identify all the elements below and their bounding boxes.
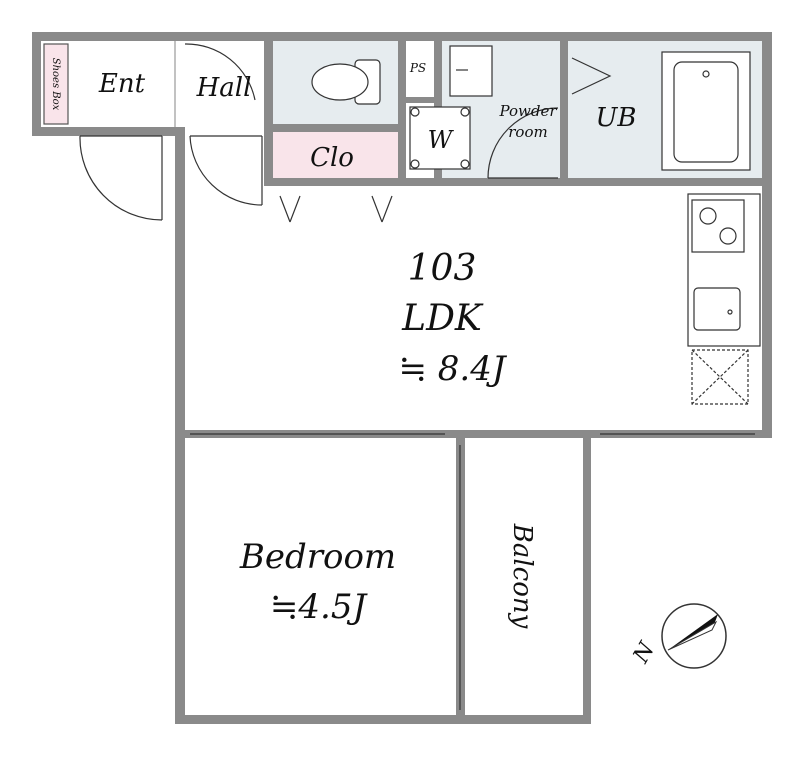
washer-icon bbox=[409, 106, 471, 170]
shoes-box-icon bbox=[43, 43, 69, 125]
bedroom-size: ≒4.5J bbox=[270, 587, 369, 627]
balcony-floor bbox=[465, 438, 583, 715]
bath-label: UB bbox=[595, 103, 636, 133]
kitchen-sink-icon bbox=[693, 287, 741, 331]
ldk-label: LDK bbox=[401, 298, 484, 339]
ldk-size: ≒ 8.4J bbox=[399, 349, 508, 389]
entrance-door-icon bbox=[79, 135, 163, 221]
powder-room-label: Powder bbox=[498, 102, 557, 120]
bath-door-icon bbox=[571, 57, 612, 95]
fixtures bbox=[43, 41, 761, 710]
balcony-label: Balcony bbox=[507, 523, 537, 629]
powder-door-icon bbox=[487, 107, 559, 179]
sink-icon bbox=[449, 45, 493, 97]
closet-door-icon bbox=[279, 195, 393, 223]
shoes-box-label: Shoes Box bbox=[50, 58, 61, 111]
closet-floor bbox=[273, 132, 398, 178]
washer-label: W bbox=[428, 126, 455, 154]
powder-room-label-2: room bbox=[508, 123, 547, 141]
bedroom-label: Bedroom bbox=[239, 537, 396, 577]
entrance-label: Ent bbox=[98, 69, 146, 99]
hall-label: Hall bbox=[196, 73, 252, 103]
toilet-icon bbox=[311, 59, 381, 105]
bathtub-icon bbox=[661, 51, 751, 171]
fridge-space-icon bbox=[691, 349, 749, 405]
compass-needle-icon bbox=[668, 614, 718, 650]
ps-label: PS bbox=[409, 61, 426, 75]
closet-label: Clo bbox=[310, 143, 354, 173]
hall-upper-door-icon bbox=[184, 43, 256, 101]
compass: N bbox=[628, 603, 727, 669]
kitchen-counter bbox=[687, 193, 761, 405]
room-labels: Shoes Box Ent Hall Clo PS W Powder room … bbox=[50, 58, 637, 629]
stove-burner-icon bbox=[719, 227, 737, 245]
ps-floor bbox=[406, 41, 434, 97]
unit-number: 103 bbox=[408, 248, 477, 289]
compass-north-label: N bbox=[628, 638, 660, 669]
stove-burner-icon bbox=[699, 207, 717, 225]
ldk-floor bbox=[185, 186, 762, 430]
hall-door-icon bbox=[189, 135, 263, 206]
compass-needle-tail-icon bbox=[667, 620, 718, 651]
bedroom-floor bbox=[185, 438, 456, 715]
